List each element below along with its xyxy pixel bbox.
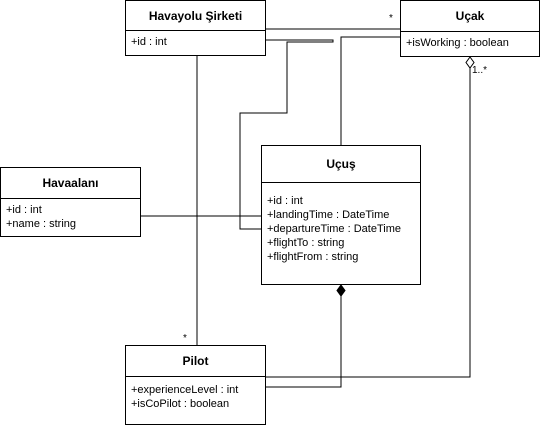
class-ucak[interactable]: Uçak +isWorking : boolean — [400, 0, 540, 57]
edge-ucak-ucus — [340, 36, 400, 145]
attribute: +isWorking : boolean — [406, 37, 509, 49]
class-havayolu-sirketi[interactable]: Havayolu Şirketi +id : int — [125, 0, 266, 56]
class-attributes: +id : int — [126, 31, 265, 49]
class-attributes: +isWorking : boolean — [401, 32, 539, 50]
class-attributes: +id : int +name : string — [1, 199, 140, 231]
class-title: Pilot — [126, 346, 265, 377]
edge-havayolu-ucus — [239, 39, 334, 230]
attribute: +id : int — [131, 36, 167, 48]
attribute: +flightTo : string — [267, 237, 345, 249]
attribute: +landingTime : DateTime — [267, 209, 390, 221]
attribute: +departureTime : DateTime — [267, 223, 401, 235]
attribute: +id : int — [6, 204, 42, 216]
attribute: +isCoPilot : boolean — [131, 398, 230, 410]
edge-ucus-pilot-composition — [266, 296, 342, 388]
edge-ucak-pilot-aggregation — [266, 68, 471, 378]
class-havaalani[interactable]: Havaalanı +id : int +name : string — [0, 167, 141, 237]
class-ucus[interactable]: Uçuş +id : int +landingTime : DateTime +… — [261, 145, 421, 285]
multiplicity-ucak-top: * — [389, 13, 393, 24]
attribute: +flightFrom : string — [267, 251, 359, 263]
class-attributes: +id : int +landingTime : DateTime +depar… — [262, 183, 420, 264]
class-attributes: +experienceLevel : int +isCoPilot : bool… — [126, 377, 265, 411]
aggregation-diamond — [465, 56, 475, 69]
class-title: Havayolu Şirketi — [126, 1, 265, 31]
attribute: +experienceLevel : int — [131, 384, 239, 396]
composition-diamond — [336, 284, 346, 297]
multiplicity-ucak-aggregation: 1..* — [472, 65, 488, 76]
class-title: Uçuş — [262, 146, 420, 183]
attribute: +name : string — [6, 218, 77, 230]
class-pilot[interactable]: Pilot +experienceLevel : int +isCoPilot … — [125, 345, 266, 425]
attribute: +id : int — [267, 195, 303, 207]
class-title: Havaalanı — [1, 168, 140, 199]
multiplicity-pilot-top: * — [183, 333, 187, 344]
class-title: Uçak — [401, 1, 539, 32]
